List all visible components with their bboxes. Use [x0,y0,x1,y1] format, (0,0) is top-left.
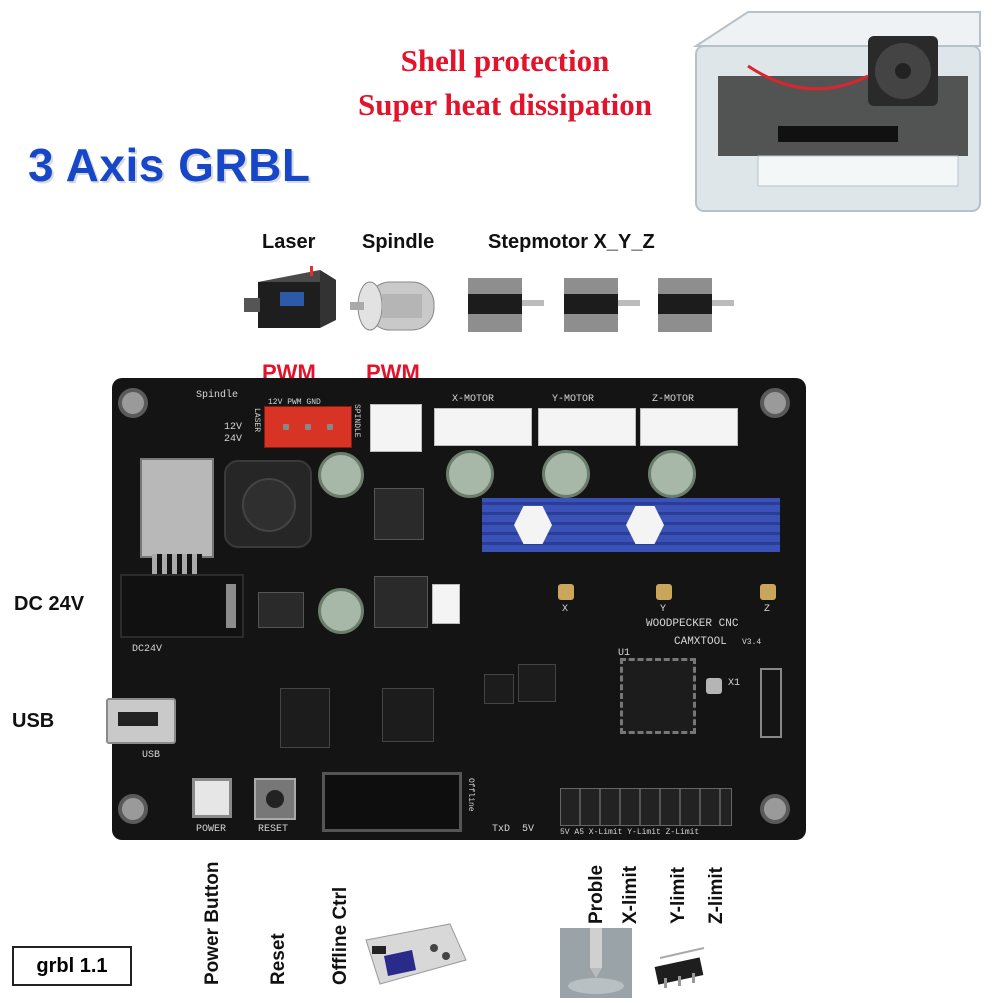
u1-silk: U1 [618,648,631,659]
y-potentiometer [656,584,672,600]
mosfet [374,576,428,628]
stepper-motor-y-image [558,268,644,338]
spindle-connector [370,404,422,452]
mosfet [374,488,424,540]
reset-silk: RESET [258,824,289,835]
probe-image [560,928,632,998]
offline-controller-image [360,920,470,992]
header-pins [760,668,782,738]
silk-24v: 24V [224,434,243,445]
x-motor-connector [434,408,532,446]
5v-silk: 5V [522,824,535,835]
dc-24v-label: DC 24V [14,593,85,615]
aux-connector [432,584,460,624]
offline-ctrl-label: Offline Ctrl [330,886,351,985]
laser-pins-silk: 12V PWM GND [268,398,321,407]
power-silk: POWER [196,824,227,835]
y-motor-connector [538,408,636,446]
x-motor-silk: X-MOTOR [452,394,495,405]
usb-port [106,698,176,744]
reset-label: Reset [268,933,289,985]
power-button[interactable] [192,778,232,818]
probe-label: Proble [586,864,607,924]
stepper-motor-x-image [462,268,548,338]
offline-silk: Offline [466,778,475,812]
capacitor [542,450,590,498]
z-limit-label: Z-limit [706,867,727,924]
axis-x-silk: X [562,604,569,615]
microcontroller [620,658,696,734]
laser-connector [264,406,352,448]
brand2-silk: CAMXTOOL [674,636,727,648]
axis-z-silk: Z [764,604,771,615]
limit-switch-image [646,940,716,990]
brand-silk: WOODPECKER CNC [646,618,739,630]
silk-12v: 12V [224,422,243,433]
limit-switch-header [560,788,732,826]
heatsink [482,498,780,552]
spindle-label: Spindle [362,231,435,253]
spindle-silk: Spindle [196,390,239,401]
ic-chip [484,674,514,704]
laser-label: Laser [262,231,316,253]
spindle-connector-silk: SPINDLE [352,404,361,438]
mounting-hole [118,794,148,824]
x1-silk: X1 [728,678,741,689]
grbl-version-badge: grbl 1.1 [12,946,132,986]
y-motor-silk: Y-MOTOR [552,394,595,405]
txd-silk: TxD [492,824,511,835]
laser-silk: LASER [252,408,261,433]
voltage-regulator [140,458,214,558]
regulator-legs [152,554,202,576]
capacitor [318,588,364,634]
acrylic-case-image [688,6,988,226]
capacitor [648,450,696,498]
mounting-hole [760,794,790,824]
shell-protection-text: Shell protection [400,43,610,78]
dc24v-silk: DC24V [132,644,163,655]
capacitor [446,450,494,498]
power-button-label: Power Button [202,861,223,986]
z-motor-silk: Z-MOTOR [652,394,695,405]
stepper-motor-z-image [652,268,738,338]
reset-button[interactable] [254,778,296,820]
stepmotor-label: Stepmotor X_Y_Z [488,231,655,253]
inductor [224,460,312,548]
x-potentiometer [558,584,574,600]
version-silk: V3.4 [742,638,762,647]
dc-power-jack [120,574,244,638]
ic-chip [518,664,556,702]
z-motor-connector [640,408,738,446]
offline-controller-connector [322,772,462,832]
crystal [706,678,722,694]
laser-module-image [240,262,340,342]
y-limit-label: Y-limit [668,866,689,924]
usb-silk: USB [142,750,161,761]
ic-chip [280,688,330,748]
product-title: 3 Axis GRBL [28,139,311,191]
controller-board: Spindle 12V 24V 12V PWM GND LASER SPINDL… [106,378,806,840]
spindle-motor-image [348,268,448,344]
x-limit-label: X-limit [620,865,641,924]
z-potentiometer [760,584,776,600]
mounting-hole [118,388,148,418]
ic-chip [382,688,434,742]
usb-label: USB [12,710,55,732]
capacitor [318,452,364,498]
pinrow-silk: 5V A5 X-Limit Y-Limit Z-Limit [560,828,700,837]
mounting-hole [760,388,790,418]
heat-dissipation-text: Super heat dissipation [357,87,652,122]
mosfet [258,592,304,628]
axis-y-silk: Y [660,604,667,615]
